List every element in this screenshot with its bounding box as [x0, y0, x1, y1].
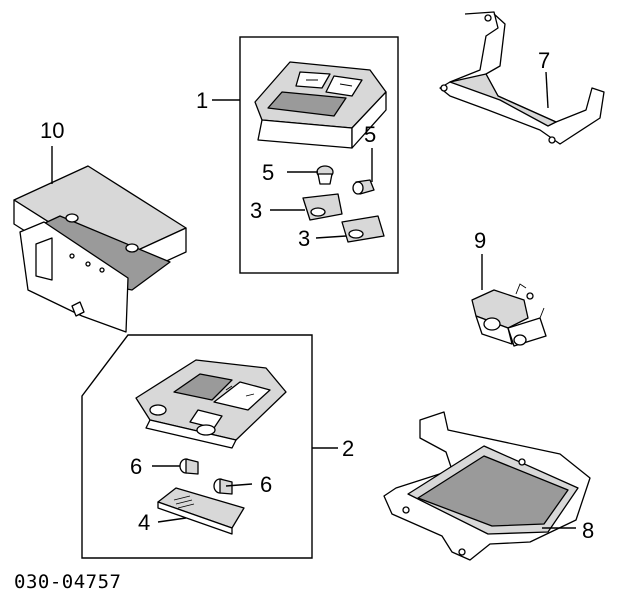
callout-5a: 5: [262, 160, 274, 185]
callout-10: 10: [40, 118, 64, 143]
callout-5b: 5: [364, 122, 376, 147]
diagram-code: 030-04757: [14, 571, 121, 593]
callout-1: 1: [196, 88, 208, 113]
group-frame-lower: [81, 334, 313, 559]
lens-part-4: [157, 487, 245, 535]
callout-4: 4: [138, 510, 150, 535]
callout-7: 7: [538, 48, 550, 73]
bulb-part-6a: [179, 458, 199, 475]
callout-3a: 3: [250, 198, 262, 223]
callout-6b: 6: [260, 472, 272, 497]
overhead-console-lower: [135, 359, 287, 449]
group-frame-upper: [239, 36, 399, 274]
lens-part-3b: [341, 215, 385, 243]
callout-8: 8: [582, 518, 594, 543]
callout-2: 2: [342, 436, 354, 461]
bulb-part-5a: [316, 165, 334, 185]
bracket-part-7: [439, 11, 605, 145]
bulb-part-5b: [352, 179, 375, 195]
callout-6a: 6: [130, 454, 142, 479]
console-housing-part-10: [13, 165, 187, 333]
overhead-console-upper: [254, 61, 387, 149]
switch-part-9: [471, 283, 547, 347]
callout-9: 9: [474, 228, 486, 253]
lens-part-3a: [302, 193, 343, 221]
plate-part-8: [383, 411, 591, 561]
callout-3b: 3: [298, 226, 310, 251]
bulb-part-6b: [213, 478, 233, 495]
